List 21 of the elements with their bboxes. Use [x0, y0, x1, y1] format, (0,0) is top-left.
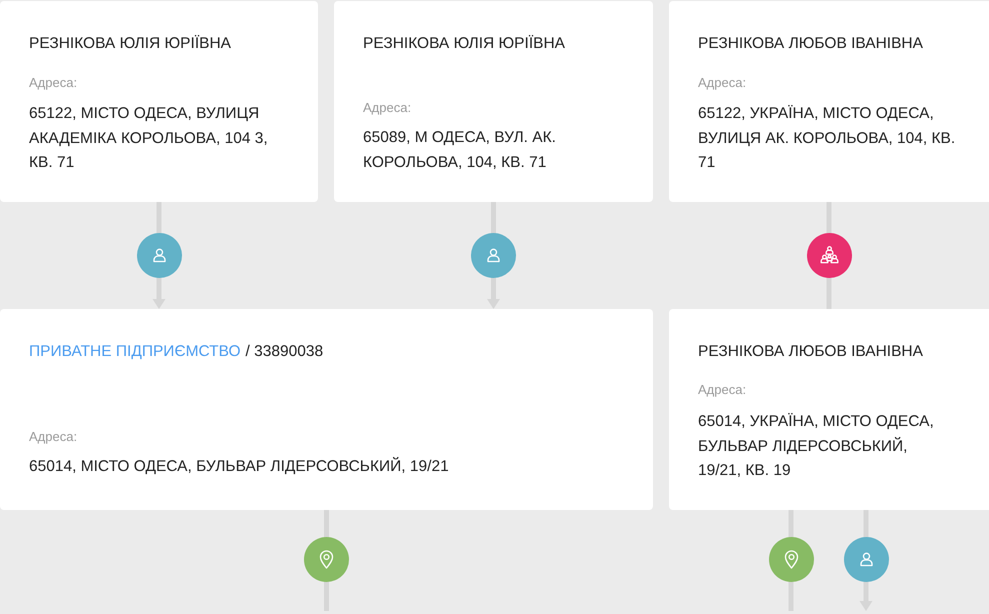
person-card: [669, 309, 989, 510]
address-text: 65122, УКРАЇНА, МІСТО ОДЕСА, ВУЛИЦЯ АК. КОРОЛЬОВА, 104, КВ. 71: [698, 104, 956, 173]
address-text: 65122, МІСТО ОДЕСА, ВУЛИЦЯ АКАДЕМІКА КОРОЛЬОВА, 104 3, КВ. 71: [29, 104, 269, 173]
person-name: РЕЗНІКОВА ЮЛІЯ ЮРІЇВНА: [363, 34, 565, 54]
person-card: [669, 1, 989, 202]
person-card: [0, 1, 318, 202]
address-label: Адреса:: [698, 75, 746, 91]
person-name: РЕЗНІКОВА ЮЛІЯ ЮРІЇВНА: [29, 34, 231, 54]
address-text: 65014, УКРАЇНА, МІСТО ОДЕСА, БУЛЬВАР ЛІДЕРСОВСЬКИЙ, 19/21, КВ. 19: [698, 412, 935, 481]
registry-code: / 33890038: [246, 343, 324, 360]
company-link: ПРИВАТНЕ ПІДПРИЄМСТВО: [29, 343, 241, 360]
company-card: [0, 309, 653, 510]
person-name: РЕЗНІКОВА ЛЮБОВ ІВАНІВНА: [698, 34, 923, 54]
person-card: [334, 1, 653, 202]
address-label: Адреса:: [363, 100, 412, 116]
address-text: 65089, М ОДЕСА, ВУЛ. АК. КОРОЛЬОВА, 104, КВ. 71: [363, 128, 557, 172]
address-label: Адреса:: [698, 382, 746, 398]
address-label: Адреса:: [29, 429, 78, 445]
person-name: РЕЗНІКОВА ЛЮБОВ ІВАНІВНА: [698, 342, 923, 362]
address-text: 65014, МІСТО ОДЕСА, БУЛЬВАР ЛІДЕРСОВСЬКИЙ, 19/21: [29, 456, 449, 477]
address-label: Адреса:: [29, 75, 78, 91]
